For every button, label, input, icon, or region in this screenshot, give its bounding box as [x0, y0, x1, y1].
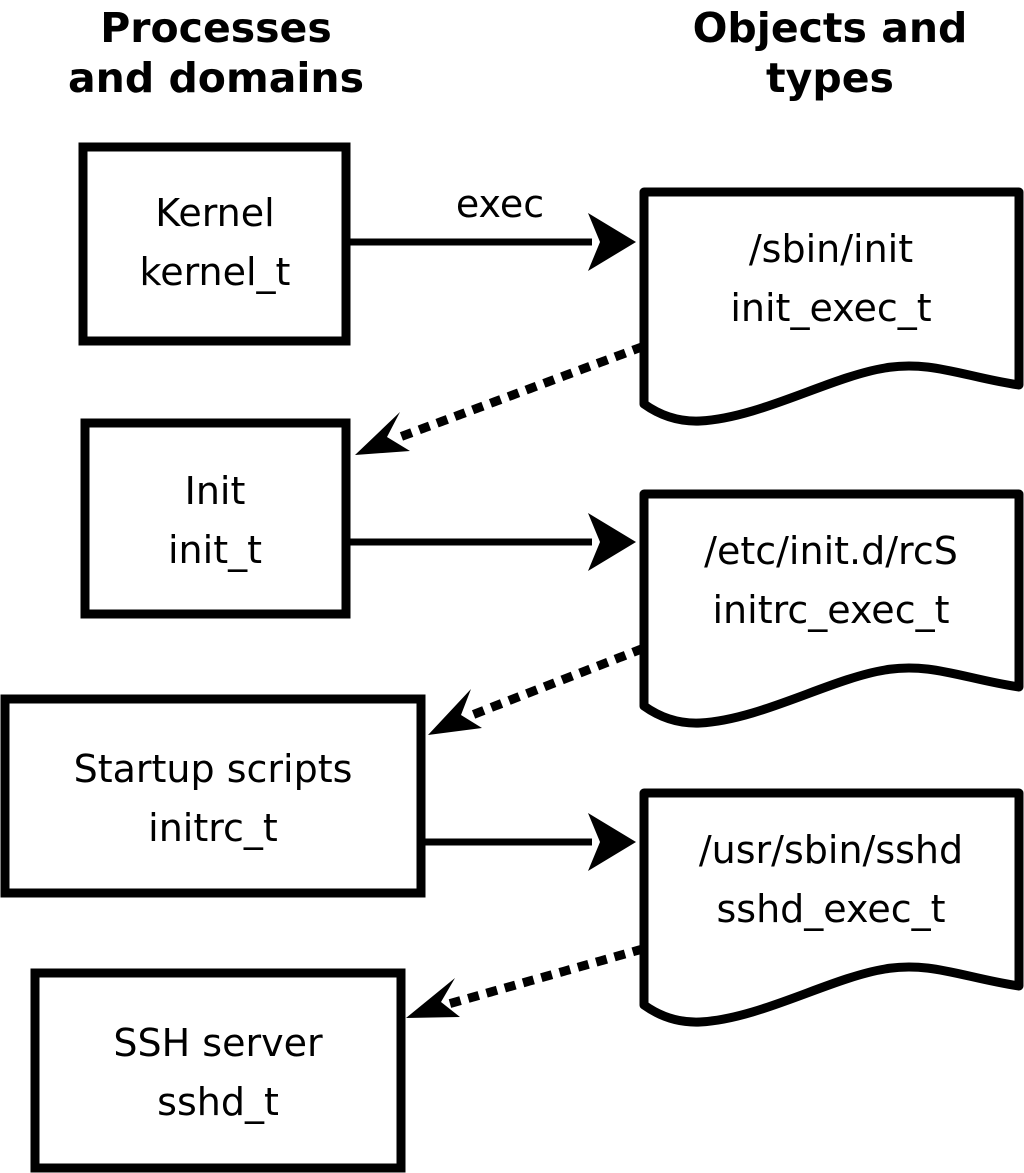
object-node-sshd-exec[interactable]: /usr/sbin/sshd sshd_exec_t: [639, 788, 1024, 1027]
process-node-kernel[interactable]: Kernel kernel_t: [78, 142, 351, 346]
edge-init-exec-transition-init: [355, 342, 645, 455]
node-type-label: initrc_t: [148, 806, 278, 850]
process-node-sshd[interactable]: SSH server sshd_t: [30, 968, 406, 1173]
edge-initrc-exec-transition-initrc: [428, 644, 645, 735]
document-shape: [639, 788, 1024, 1027]
edge-sshd-exec-transition-sshd: [406, 944, 645, 1018]
node-box: [30, 968, 406, 1173]
edge-init-exec-initrc-exec: [350, 513, 636, 571]
node-name-label: SSH server: [113, 1021, 323, 1065]
node-path-label: /usr/sbin/sshd: [699, 828, 963, 872]
column-title-objects-line1: Objects and: [693, 4, 968, 52]
node-box: [80, 418, 351, 619]
document-shape: [639, 187, 1024, 426]
column-title-processes-line1: Processes: [100, 4, 332, 52]
node-name-label: Kernel: [155, 191, 274, 235]
node-type-label: init_t: [168, 528, 262, 572]
arrow-head-icon: [406, 978, 460, 1018]
process-node-init[interactable]: Init init_t: [80, 418, 351, 619]
edge-line: [466, 644, 645, 721]
edge-label-exec: exec: [456, 182, 544, 226]
arrow-head-icon: [355, 412, 410, 455]
edge-line: [394, 342, 645, 443]
node-path-label: /etc/init.d/rcS: [704, 529, 958, 573]
edge-kernel-exec-init-exec: exec: [350, 182, 636, 271]
arrow-head-icon: [428, 689, 482, 735]
node-name-label: Startup scripts: [74, 747, 353, 791]
node-type-label: sshd_t: [157, 1080, 279, 1124]
process-node-initrc[interactable]: Startup scripts initrc_t: [0, 694, 426, 898]
node-box: [0, 694, 426, 898]
arrow-head-icon: [588, 813, 636, 871]
node-type-label: initrc_exec_t: [713, 588, 950, 632]
node-type-label: sshd_exec_t: [716, 887, 945, 931]
node-type-label: kernel_t: [140, 250, 291, 294]
node-type-label: init_exec_t: [730, 286, 931, 330]
object-node-init-exec[interactable]: /sbin/init init_exec_t: [639, 187, 1024, 426]
node-box: [78, 142, 351, 346]
node-path-label: /sbin/init: [749, 227, 913, 271]
edge-line: [446, 944, 645, 1009]
edge-initrc-exec-sshd-exec: [425, 813, 636, 871]
arrow-head-icon: [588, 513, 636, 571]
column-title-objects-line2: types: [766, 54, 894, 102]
object-node-initrc-exec[interactable]: /etc/init.d/rcS initrc_exec_t: [639, 489, 1024, 728]
column-title-processes-line2: and domains: [68, 54, 364, 102]
arrow-head-icon: [588, 213, 636, 271]
node-name-label: Init: [185, 469, 246, 513]
document-shape: [639, 489, 1024, 728]
